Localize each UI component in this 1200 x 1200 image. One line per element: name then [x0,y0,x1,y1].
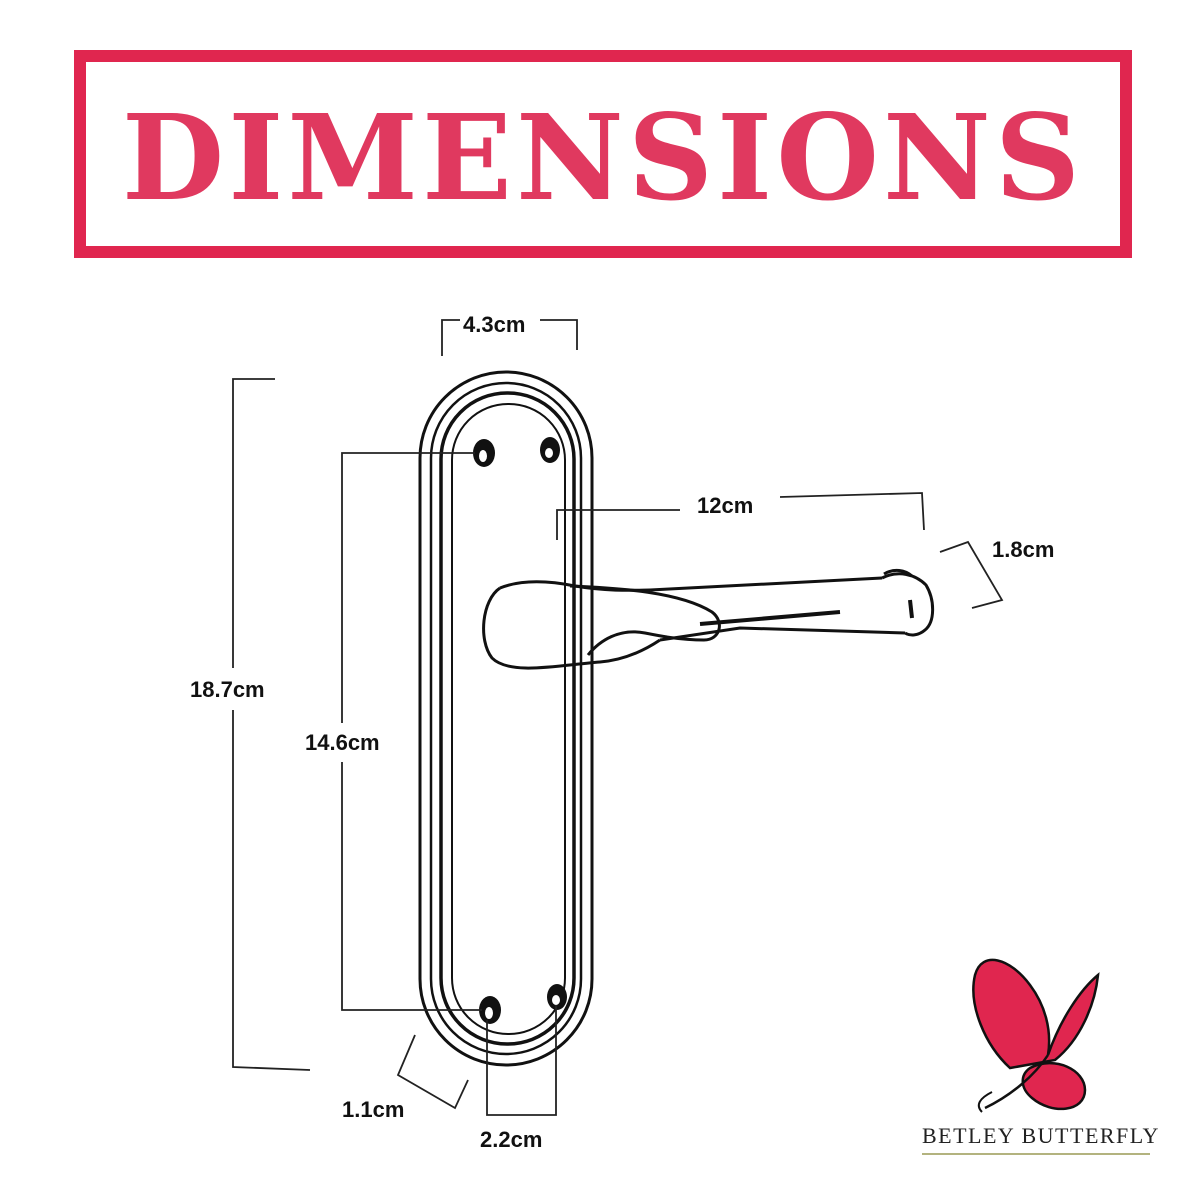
label-screw-spacing-horizontal: 2.2cm [480,1127,542,1152]
label-lever-length: 12cm [697,493,753,518]
brand-name: BETLEY BUTTERFLY [922,1123,1160,1148]
label-screw-spacing-vertical: 14.6cm [305,730,380,755]
dimension-labels: 4.3cm 18.7cm 14.6cm 12cm 1.8cm 1.1cm 2.2… [190,312,1054,1152]
dimension-lines [232,319,1004,1116]
label-plate-width: 4.3cm [463,312,525,337]
butterfly-wing-lower [1021,1061,1087,1111]
label-lever-diameter: 1.8cm [992,537,1054,562]
label-plate-depth: 1.1cm [342,1097,404,1122]
title-banner: DIMENSIONS [74,50,1132,258]
butterfly-body [984,1054,1050,1110]
screw-holes [473,437,567,1024]
door-handle-backplate [418,370,594,1067]
lever-handle [482,568,935,670]
brand-logo: BETLEY BUTTERFLY [922,958,1160,1155]
label-plate-height: 18.7cm [190,677,265,702]
butterfly-wing-upper [972,958,1100,1070]
page-title: DIMENSIONS [121,88,1085,227]
